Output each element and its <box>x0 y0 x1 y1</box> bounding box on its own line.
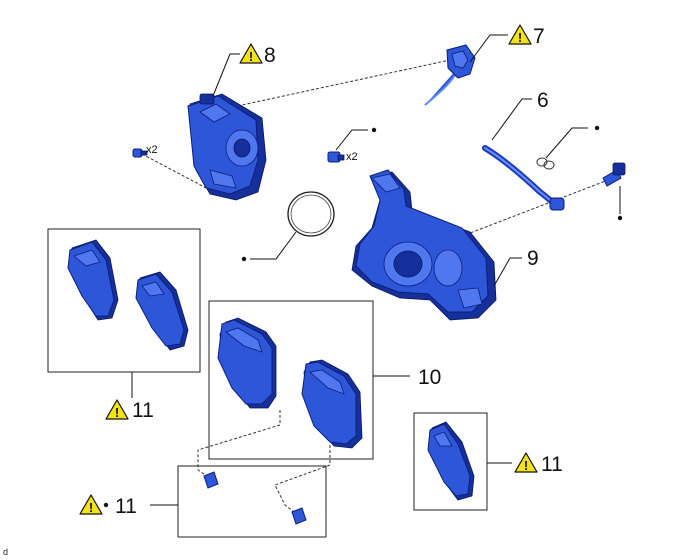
callout-7: 7 <box>533 25 545 48</box>
motor-assembly-part <box>187 93 267 201</box>
callout-11-bottom: 11 <box>115 495 137 518</box>
brake-pad-center-b <box>301 359 363 449</box>
svg-text:!: ! <box>115 405 119 420</box>
warning-triangle-icon: ! <box>508 24 532 45</box>
dash-motor-to-sensor <box>227 59 451 109</box>
warning-triangle-icon: ! <box>105 399 129 420</box>
pad-wear-indicator-b <box>291 507 307 525</box>
leader-caliper-bolt <box>335 129 368 151</box>
leader-6 <box>491 98 532 141</box>
dash-bolt-to-motor <box>141 153 211 191</box>
leader-o-ring <box>250 231 297 260</box>
motor-bolt-part <box>132 148 148 158</box>
gasket-part <box>536 157 555 170</box>
brake-pad-left-b <box>135 271 189 351</box>
quantity-label-caliper-bolt: x2 <box>346 151 358 163</box>
bullet-dot-icon <box>594 125 600 131</box>
dash-pad-to-indicator-2 <box>274 445 331 516</box>
callout-11-right: 11 <box>541 453 563 476</box>
box-brake-pads-right <box>413 412 488 511</box>
bullet-dot-icon <box>371 127 377 133</box>
box-pad-wear-indicators <box>177 465 327 538</box>
callout-8: 8 <box>264 44 276 67</box>
leader-8 <box>212 53 240 97</box>
bullet-dot-icon <box>103 502 109 508</box>
brake-pad-left-a <box>67 239 119 321</box>
figure-code: d <box>3 547 8 557</box>
pad-wear-indicator-a <box>203 471 219 489</box>
caliper-bolt-part <box>327 151 345 163</box>
brake-hose-part <box>482 145 565 211</box>
svg-text:!: ! <box>249 49 253 64</box>
box-brake-pads-left <box>47 228 201 373</box>
warning-triangle-icon: ! <box>239 43 263 64</box>
callout-10: 10 <box>418 366 441 389</box>
svg-text:!: ! <box>518 30 522 45</box>
dash-pad-to-indicator-1 <box>197 410 281 479</box>
brake-pad-center-a <box>217 317 277 409</box>
leader-9 <box>493 257 522 287</box>
svg-text:!: ! <box>89 500 93 515</box>
o-ring-part <box>287 191 335 237</box>
box-brake-pads-center <box>208 300 374 460</box>
warning-triangle-icon: ! <box>79 494 103 515</box>
bullet-dot-icon <box>241 256 247 262</box>
callout-11-left: 11 <box>132 399 154 422</box>
quantity-label-motor-bolt: x2 <box>146 144 158 156</box>
speed-sensor-part <box>424 44 476 106</box>
callout-9: 9 <box>527 247 539 270</box>
bullet-dot-icon <box>617 215 623 221</box>
dash-caliper-to-bolt <box>451 179 609 241</box>
svg-text:!: ! <box>524 458 528 473</box>
brake-caliper-part <box>351 169 497 321</box>
warning-triangle-icon: ! <box>514 452 538 473</box>
leader-7 <box>469 34 508 63</box>
callout-6: 6 <box>537 89 549 112</box>
union-bolt-part <box>602 162 626 187</box>
brake-pad-right <box>427 421 475 501</box>
leader-gasket <box>545 127 588 159</box>
